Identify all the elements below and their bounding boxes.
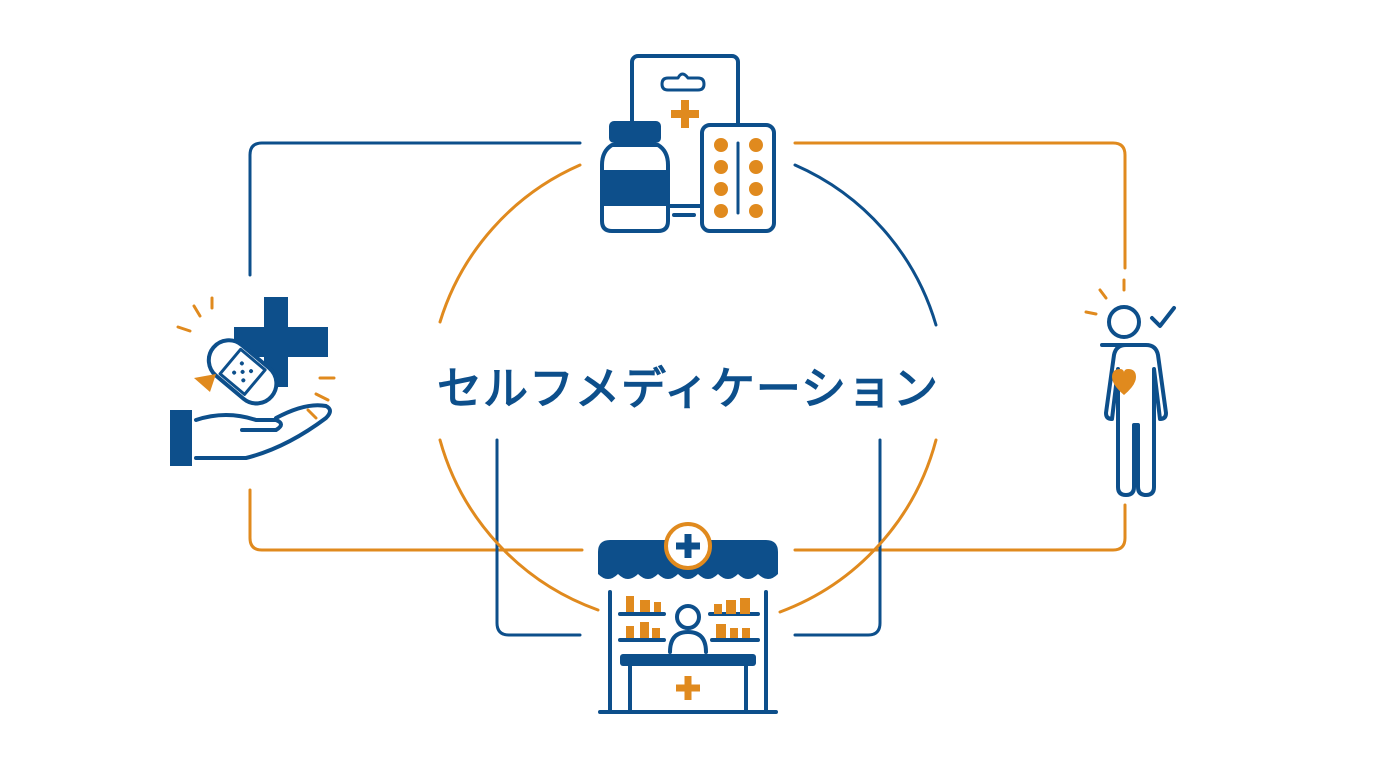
pharmacy-store-icon bbox=[598, 522, 778, 714]
healthy-person-icon bbox=[1084, 278, 1176, 497]
medicine-package-icon bbox=[600, 54, 776, 233]
first-aid-hand-icon bbox=[170, 296, 336, 466]
outer-frame bbox=[248, 141, 1127, 637]
cycle-circle bbox=[438, 163, 938, 614]
diagram-title: セルフメディケーション bbox=[437, 362, 939, 415]
